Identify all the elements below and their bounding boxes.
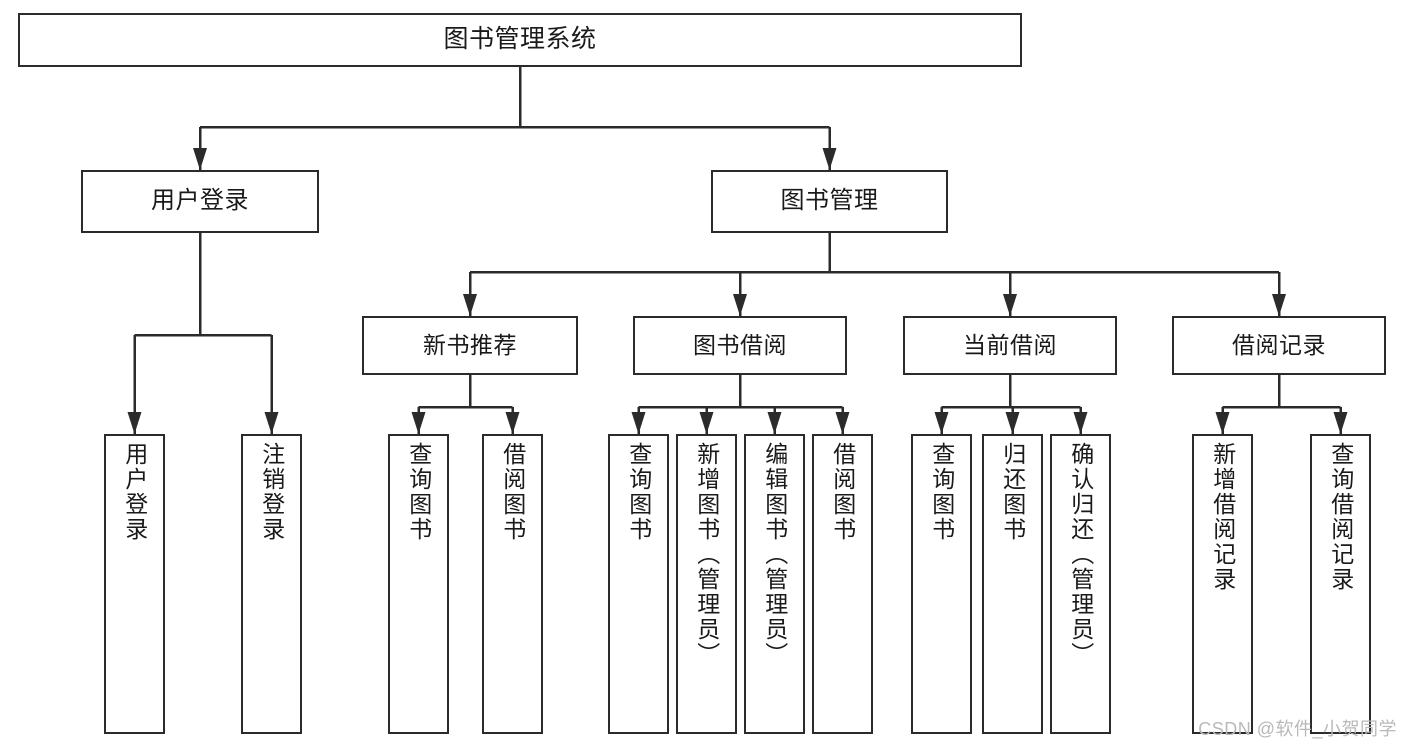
node-current-borrow[interactable]: 当前借阅: [903, 316, 1117, 375]
node-label: 查询图书: [625, 442, 652, 542]
node-label: 新增图书（管理员）: [693, 442, 720, 667]
node-book-manage[interactable]: 图书管理: [711, 170, 948, 233]
node-label: 新书推荐: [423, 331, 517, 358]
node-leaf-rec-add[interactable]: 新增借阅记录: [1192, 434, 1253, 734]
node-label: 用户登录: [121, 442, 148, 542]
node-leaf-rec-borrow[interactable]: 借阅图书: [482, 434, 543, 734]
node-leaf-brw-edit[interactable]: 编辑图书（管理员）: [744, 434, 805, 734]
node-label: 图书借阅: [693, 331, 787, 358]
node-root[interactable]: 图书管理系统: [18, 13, 1022, 67]
node-borrow-record[interactable]: 借阅记录: [1172, 316, 1386, 375]
node-label: 图书管理: [780, 187, 879, 215]
node-label: 编辑图书（管理员）: [761, 442, 788, 667]
node-label: 查询图书: [928, 442, 955, 542]
node-leaf-brw-add[interactable]: 新增图书（管理员）: [676, 434, 737, 734]
node-label: 借阅记录: [1232, 331, 1326, 358]
node-leaf-cur-query[interactable]: 查询图书: [911, 434, 972, 734]
node-leaf-brw-query[interactable]: 查询图书: [608, 434, 669, 734]
node-label: 归还图书: [999, 442, 1026, 542]
node-new-book-rec[interactable]: 新书推荐: [362, 316, 578, 375]
node-label: 借阅图书: [829, 442, 856, 542]
node-leaf-cur-confirm[interactable]: 确认归还（管理员）: [1050, 434, 1111, 734]
node-label: 确认归还（管理员）: [1067, 442, 1094, 667]
node-leaf-rec-query[interactable]: 查询图书: [388, 434, 449, 734]
node-book-borrow[interactable]: 图书借阅: [633, 316, 847, 375]
node-label: 查询借阅记录: [1327, 442, 1354, 592]
node-label: 当前借阅: [963, 331, 1057, 358]
node-leaf-rec-query2[interactable]: 查询借阅记录: [1310, 434, 1371, 734]
node-leaf-brw-borrow[interactable]: 借阅图书: [812, 434, 873, 734]
node-leaf-user-login[interactable]: 用户登录: [104, 434, 165, 734]
node-label: 借阅图书: [499, 442, 526, 542]
node-leaf-user-logout[interactable]: 注销登录: [241, 434, 302, 734]
node-label: 图书管理系统: [443, 25, 597, 54]
node-user-login[interactable]: 用户登录: [81, 170, 319, 233]
node-label: 用户登录: [151, 187, 249, 215]
node-label: 新增借阅记录: [1209, 442, 1236, 592]
node-label: 注销登录: [258, 442, 285, 542]
node-label: 查询图书: [405, 442, 432, 542]
node-leaf-cur-return[interactable]: 归还图书: [982, 434, 1043, 734]
